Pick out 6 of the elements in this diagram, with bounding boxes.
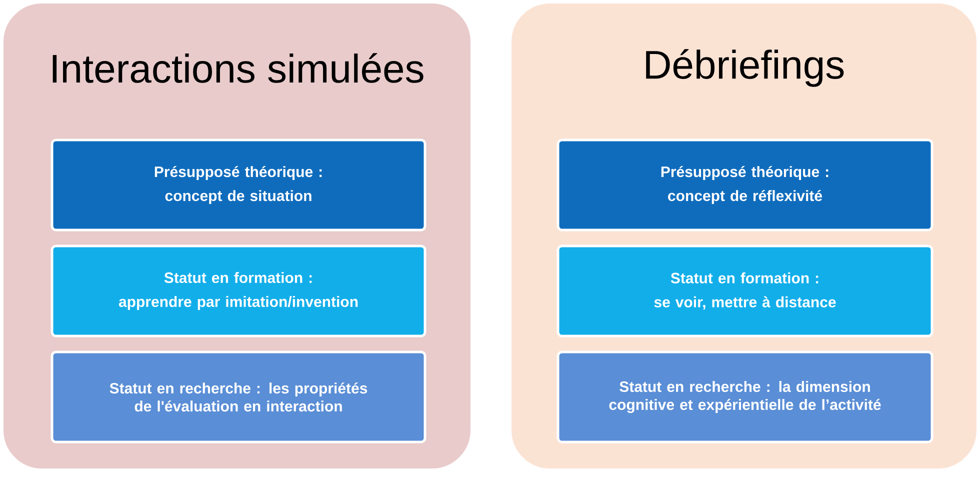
- text-box: Statut en formation : se voir, mettre à distance: [556, 244, 934, 338]
- text-box: Statut en recherche : les propriétés de l'évaluation en interaction: [50, 350, 426, 444]
- text-box: Statut en recherche : la dimension cognitive et expérientielle de l’activité: [556, 350, 934, 444]
- text-box: Présupposé théorique : concept de situation: [50, 138, 426, 232]
- text-box: Statut en formation : apprendre par imitation/invention: [50, 244, 426, 338]
- text-box: Présupposé théorique : concept de réflexivité: [556, 138, 934, 232]
